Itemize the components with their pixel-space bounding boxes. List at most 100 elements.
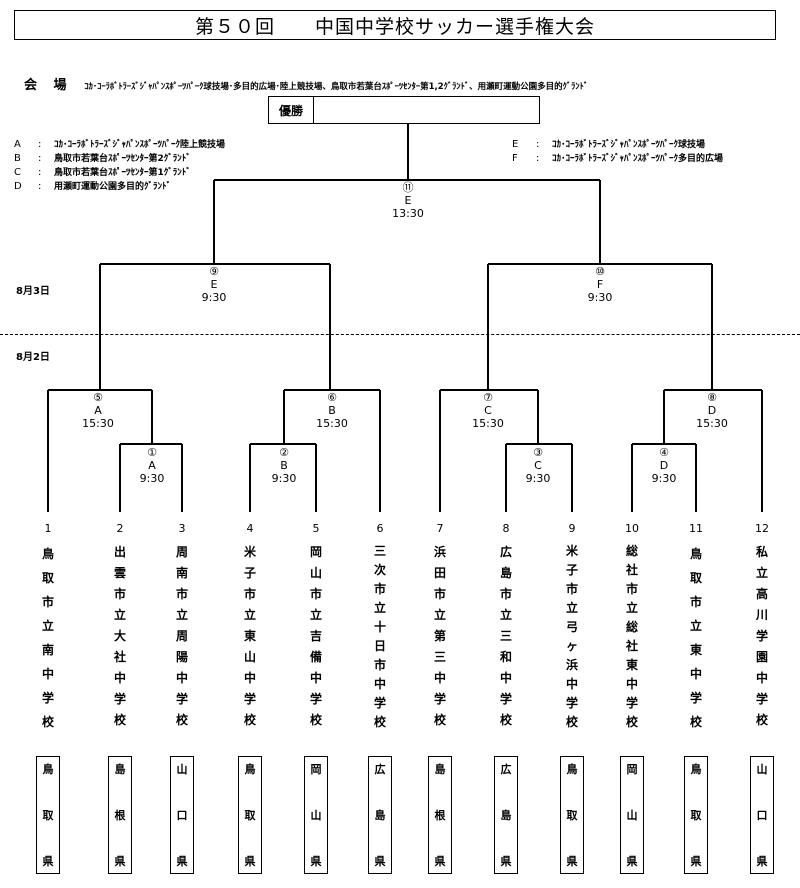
team-school-name: 私立高川学園中学校 bbox=[755, 545, 768, 727]
bracket-line-r1-2 bbox=[249, 443, 317, 512]
match-number: ③ bbox=[533, 446, 543, 459]
team-prefecture: 鳥取県 bbox=[36, 756, 60, 874]
legend-row-e: E: ｺｶ･ｺｰﾗﾎﾞﾄﾗｰｽﾞｼﾞｬﾊﾟﾝｽﾎﾟｰﾂﾊﾟｰｸ球技場 bbox=[512, 138, 723, 152]
legend-colon: : bbox=[536, 153, 540, 164]
match-venue: A bbox=[148, 459, 156, 472]
team-seed-8: 8 bbox=[502, 522, 510, 535]
match-time: 13:30 bbox=[392, 207, 424, 220]
venue-text: ｺｶ･ｺｰﾗﾎﾞﾄﾗｰｽﾞｼﾞｬﾊﾟﾝｽﾎﾟｰﾂﾊﾟｰｸ球技場･多目的広場･陸上… bbox=[84, 82, 589, 92]
match-number: ④ bbox=[659, 446, 669, 459]
bracket-line-r1-4 bbox=[631, 443, 697, 512]
match-9: ⑨ E 9:30 bbox=[184, 265, 244, 304]
match-time: 15:30 bbox=[82, 417, 114, 430]
team-school-name: 出雲市立大社中学校 bbox=[113, 545, 126, 727]
champion-label: 優勝 bbox=[269, 97, 314, 123]
legend-venue: 用瀬町運動公園多目的ｸﾞﾗﾝﾄﾞ bbox=[54, 182, 172, 192]
legend-venue: ｺｶ･ｺｰﾗﾎﾞﾄﾗｰｽﾞｼﾞｬﾊﾟﾝｽﾎﾟｰﾂﾊﾟｰｸ球技場 bbox=[552, 140, 706, 150]
bracket-line-r1-3 bbox=[505, 443, 573, 512]
match-venue: E bbox=[404, 194, 412, 207]
match-venue: C bbox=[534, 459, 542, 472]
team-seed-6: 6 bbox=[376, 522, 384, 535]
legend-row-f: F:ｺｶ･ｺｰﾗﾎﾞﾄﾗｰｽﾞｼﾞｬﾊﾟﾝｽﾎﾟｰﾂﾊﾟｰｸ多目的広場 bbox=[512, 152, 723, 166]
match-number: ⑨ bbox=[209, 265, 219, 278]
match-venue: C bbox=[484, 404, 492, 417]
team-prefecture: 山口県 bbox=[170, 756, 194, 874]
legend-key: E bbox=[512, 139, 519, 150]
team-school-name: 鳥取市立東中学校 bbox=[689, 547, 702, 729]
legend-row-a: A: ｺｶ･ｺｰﾗﾎﾞﾄﾗｰｽﾞｼﾞｬﾊﾟﾝｽﾎﾟｰﾂﾊﾟｰｸ陸上競技場 bbox=[14, 138, 225, 152]
match-time: 9:30 bbox=[525, 472, 551, 485]
match-number: ⑥ bbox=[327, 391, 337, 404]
match-time: 15:30 bbox=[472, 417, 504, 430]
legend-key: A bbox=[14, 139, 21, 150]
match-1: ① A 9:30 bbox=[122, 446, 182, 485]
champion-box: 優勝 bbox=[268, 96, 540, 124]
match-4: ④ D 9:30 bbox=[634, 446, 694, 485]
match-venue: B bbox=[328, 404, 336, 417]
team-school-name: 米子市立弓ヶ浜中学校 bbox=[565, 544, 578, 729]
bracket-line-qf-8 bbox=[663, 389, 763, 512]
match-venue: D bbox=[659, 459, 669, 472]
team-seed-11: 11 bbox=[689, 522, 703, 535]
team-prefecture: 岡山県 bbox=[304, 756, 328, 874]
team-seed-2: 2 bbox=[116, 522, 124, 535]
legend-row-d: D:用瀬町運動公園多目的ｸﾞﾗﾝﾄﾞ bbox=[14, 180, 225, 194]
team-school-name: 三次市立十日市中学校 bbox=[373, 544, 386, 729]
legend-key: B bbox=[14, 153, 21, 164]
legend-colon: : bbox=[38, 181, 42, 192]
legend-colon: : bbox=[536, 139, 540, 150]
match-time: 9:30 bbox=[271, 472, 297, 485]
match-number: ① bbox=[147, 446, 157, 459]
team-seed-9: 9 bbox=[568, 522, 576, 535]
legend-key: C bbox=[14, 167, 21, 178]
match-10: ⑩ F 9:30 bbox=[570, 265, 630, 304]
bracket-line-qf-5 bbox=[47, 389, 153, 512]
match-11: ⑪ E 13:30 bbox=[378, 181, 438, 220]
legend-key: F bbox=[512, 153, 518, 164]
bracket-line-r1-1 bbox=[119, 443, 183, 512]
team-seed-5: 5 bbox=[312, 522, 320, 535]
bracket-line-qf-7 bbox=[439, 389, 539, 512]
legend-row-c: C:鳥取市若葉台ｽﾎﾟｰﾂｾﾝﾀｰ第1ｸﾞﾗﾝﾄﾞ bbox=[14, 166, 225, 180]
team-seed-4: 4 bbox=[246, 522, 254, 535]
day-divider bbox=[0, 334, 800, 335]
legend-venue: ｺｶ･ｺｰﾗﾎﾞﾄﾗｰｽﾞｼﾞｬﾊﾟﾝｽﾎﾟｰﾂﾊﾟｰｸ陸上競技場 bbox=[54, 140, 226, 150]
bracket-line-final bbox=[213, 124, 601, 264]
team-seed-1: 1 bbox=[44, 522, 52, 535]
team-seed-7: 7 bbox=[436, 522, 444, 535]
venue-legend-left: A: ｺｶ･ｺｰﾗﾎﾞﾄﾗｰｽﾞｼﾞｬﾊﾟﾝｽﾎﾟｰﾂﾊﾟｰｸ陸上競技場 B: 鳥取市… bbox=[14, 138, 225, 194]
team-school-name: 鳥取市立南中学校 bbox=[41, 547, 54, 729]
match-venue: B bbox=[280, 459, 288, 472]
team-prefecture: 鳥取県 bbox=[238, 756, 262, 874]
date-aug3: 8月3日 bbox=[16, 286, 50, 297]
match-time: 9:30 bbox=[139, 472, 165, 485]
match-8: ⑧ D 15:30 bbox=[682, 391, 742, 430]
legend-colon: : bbox=[38, 167, 42, 178]
team-school-name: 浜田市立第三中学校 bbox=[433, 545, 446, 727]
team-prefecture: 鳥取県 bbox=[684, 756, 708, 874]
match-number: ⑦ bbox=[483, 391, 493, 404]
team-school-name: 総社市立総社東中学校 bbox=[625, 544, 638, 729]
legend-venue: 鳥取市若葉台ｽﾎﾟｰﾂｾﾝﾀｰ第2ｸﾞﾗﾝﾄﾞ bbox=[54, 154, 191, 164]
tournament-title: 第５０回 中国中学校サッカー選手権大会 bbox=[14, 10, 776, 40]
match-3: ③ C 9:30 bbox=[508, 446, 568, 485]
match-number: ⑪ bbox=[402, 181, 414, 194]
legend-colon: : bbox=[38, 139, 42, 150]
team-school-name: 岡山市立吉備中学校 bbox=[309, 545, 322, 727]
date-aug2: 8月2日 bbox=[16, 352, 50, 363]
team-seed-10: 10 bbox=[625, 522, 639, 535]
bracket-line-qf-6 bbox=[283, 389, 381, 512]
team-prefecture: 島根県 bbox=[108, 756, 132, 874]
tournament-name: 中国中学校サッカー選手権大会 bbox=[315, 15, 596, 38]
team-school-name: 広島市立三和中学校 bbox=[499, 545, 512, 727]
match-venue: E bbox=[210, 278, 218, 291]
legend-colon: : bbox=[38, 153, 42, 164]
match-number: ② bbox=[279, 446, 289, 459]
match-number: ⑤ bbox=[93, 391, 103, 404]
team-prefecture: 広島県 bbox=[494, 756, 518, 874]
match-time: 9:30 bbox=[587, 291, 613, 304]
match-6: ⑥ B 15:30 bbox=[302, 391, 362, 430]
team-school-name: 米子市立東山中学校 bbox=[243, 545, 256, 727]
legend-row-b: B: 鳥取市若葉台ｽﾎﾟｰﾂｾﾝﾀｰ第2ｸﾞﾗﾝﾄﾞ bbox=[14, 152, 225, 166]
